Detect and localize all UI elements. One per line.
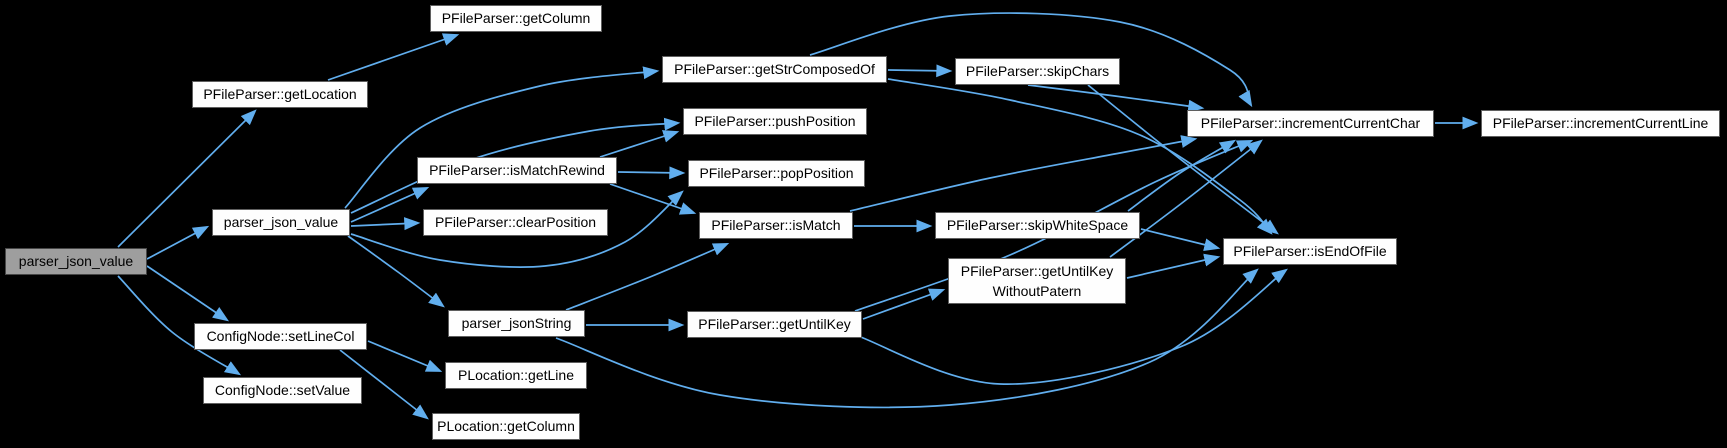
graph-node-getuntilkey[interactable]: PFileParser::getUntilKey xyxy=(687,311,862,338)
edge-parser-json-value-to-parser-jsonstring xyxy=(347,235,445,308)
edge-skipchars-to-isendoffile xyxy=(1087,84,1279,235)
edge-parser-jsonstring-to-isendoffile xyxy=(555,268,1259,409)
graph-node-getline[interactable]: PLocation::getLine xyxy=(445,362,587,389)
graph-node-parser-json-value[interactable]: parser_json_value xyxy=(212,209,350,236)
graph-node-skipwhitespace[interactable]: PFileParser::skipWhiteSpace xyxy=(935,212,1140,239)
graph-node-getuntilkeywithoutpatern[interactable]: PFileParser::getUntilKey WithoutPatern xyxy=(948,258,1126,304)
graph-node-ismatch[interactable]: PFileParser::isMatch xyxy=(699,212,853,239)
edge-ismatchrewind-to-popposition xyxy=(617,166,686,180)
edge-skipwhitespace-to-isendoffile xyxy=(1140,228,1221,251)
graph-node-getcolumn[interactable]: PFileParser::getColumn xyxy=(430,5,602,32)
graph-node-parser-json-value-main: parser_json_value xyxy=(5,248,147,275)
graph-node-skipchars[interactable]: PFileParser::skipChars xyxy=(955,58,1120,85)
edge-getuntilkeywithoutpatern-to-isendoffile xyxy=(1126,253,1221,279)
edge-parser-json-value-to-ismatchrewind xyxy=(350,187,430,223)
graph-node-isendoffile[interactable]: PFileParser::isEndOfFile xyxy=(1223,238,1397,265)
edge-skipchars-to-incrementcurrentchar xyxy=(1027,84,1205,113)
edge-parser-json-value-main-to-setlinecol xyxy=(146,265,230,322)
graph-node-clearposition[interactable]: PFileParser::clearPosition xyxy=(423,209,608,236)
edge-ismatchrewind-to-pushposition xyxy=(599,130,680,158)
graph-node-pushposition[interactable]: PFileParser::pushPosition xyxy=(683,108,867,135)
graph-node-setvalue[interactable]: ConfigNode::setValue xyxy=(203,377,362,404)
edge-ismatchrewind-to-ismatch xyxy=(609,183,697,215)
graph-node-parser-jsonstring[interactable]: parser_jsonString xyxy=(448,310,585,337)
edge-getstrcomposedof-to-isendoffile xyxy=(887,78,1273,235)
edge-parser-json-value-to-clearposition xyxy=(350,217,421,231)
graph-node-plocation-getcolumn[interactable]: PLocation::getColumn xyxy=(432,413,580,440)
graph-node-ismatchrewind[interactable]: PFileParser::isMatchRewind xyxy=(417,157,617,184)
graph-node-popposition[interactable]: PFileParser::popPosition xyxy=(688,160,865,187)
edge-setlinecol-to-getline xyxy=(367,340,443,372)
graph-node-setlinecol[interactable]: ConfigNode::setLineCol xyxy=(194,323,367,350)
edge-getuntilkey-to-getuntilkeywithoutpatern xyxy=(862,288,946,320)
edge-parser-json-value-main-to-parser-json-value xyxy=(146,225,210,260)
graph-node-getstrcomposedof[interactable]: PFileParser::getStrComposedOf xyxy=(662,56,887,83)
edge-parser-jsonstring-to-ismatch xyxy=(565,243,730,311)
edge-getstrcomposedof-to-skipchars xyxy=(887,64,953,78)
graph-node-getlocation[interactable]: PFileParser::getLocation xyxy=(192,81,368,108)
edge-getlocation-to-getcolumn xyxy=(327,33,460,81)
graph-node-incrementcurrentline[interactable]: PFileParser::incrementCurrentLine xyxy=(1481,110,1720,137)
edge-ismatch-to-incrementcurrentchar xyxy=(849,135,1198,212)
graph-node-incrementcurrentchar[interactable]: PFileParser::incrementCurrentChar xyxy=(1187,110,1434,137)
edge-skipwhitespace-to-incrementcurrentchar xyxy=(1127,139,1237,212)
edge-parser-json-value-to-getstrcomposedof xyxy=(344,66,660,209)
